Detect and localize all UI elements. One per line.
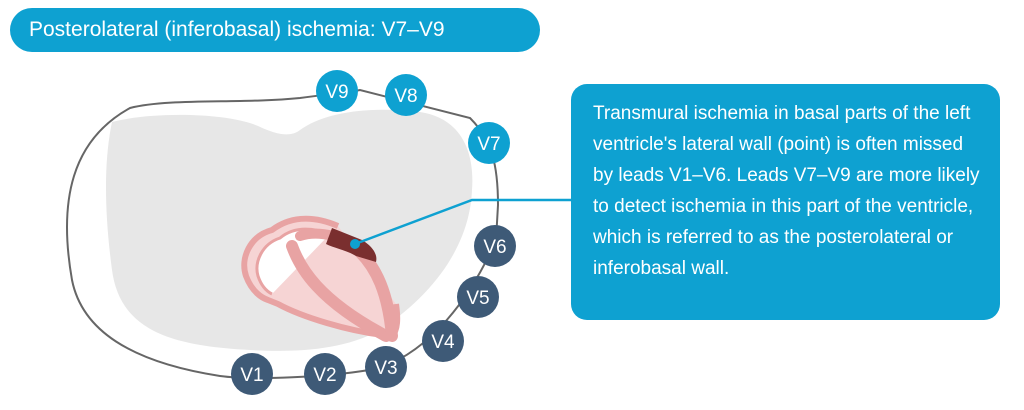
callout-box: Transmural ischemia in basal parts of th… xyxy=(571,84,1000,320)
callout-text: Transmural ischemia in basal parts of th… xyxy=(593,103,980,279)
title-banner: Posterolateral (inferobasal) ischemia: V… xyxy=(10,8,540,52)
lead-V3: V3 xyxy=(365,346,407,388)
callout-connector xyxy=(354,198,572,246)
title-text: Posterolateral (inferobasal) ischemia: V… xyxy=(29,18,445,41)
lead-V6-marker xyxy=(474,225,516,267)
lead-V7: V7 xyxy=(468,122,510,164)
lead-V6: V6 xyxy=(474,225,516,267)
lead-V4-marker xyxy=(422,320,464,362)
lead-V6-label: V6 xyxy=(483,237,506,258)
lead-V1-label: V1 xyxy=(240,365,263,386)
lead-V9-marker xyxy=(316,70,358,112)
lead-V7-label: V7 xyxy=(477,134,500,155)
lead-V1-marker xyxy=(231,353,273,395)
lead-V4-label: V4 xyxy=(431,332,455,353)
lead-V3-label: V3 xyxy=(374,358,397,379)
lead-V8: V8 xyxy=(385,74,427,116)
lead-V7-marker xyxy=(468,122,510,164)
lead-V2-label: V2 xyxy=(313,365,336,386)
lead-V9-label: V9 xyxy=(325,82,348,103)
lead-V3-marker xyxy=(365,346,407,388)
lead-V4: V4 xyxy=(422,320,464,362)
heart xyxy=(241,215,401,342)
lead-V8-marker xyxy=(385,74,427,116)
left-ventricle-septum xyxy=(286,240,392,342)
lead-V5-marker xyxy=(457,276,499,318)
lead-V5-label: V5 xyxy=(466,288,489,309)
lead-V8-label: V8 xyxy=(394,86,417,107)
lead-V2-marker xyxy=(304,353,346,395)
lead-V5: V5 xyxy=(457,276,499,318)
lead-V2: V2 xyxy=(304,353,346,395)
lead-V1: V1 xyxy=(231,353,273,395)
lead-V9: V9 xyxy=(316,70,358,112)
